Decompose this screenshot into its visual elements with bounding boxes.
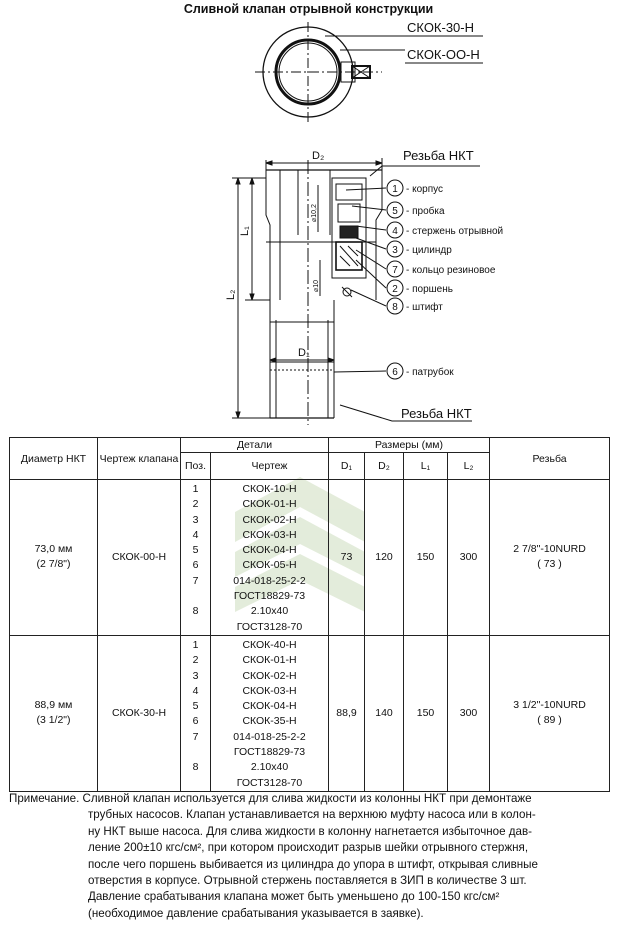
callout-1: 1 - корпус [386,179,443,197]
callout-3: 3 - цилиндр [386,240,452,258]
cell-drawing: СКОК-30-Н [97,634,181,792]
spec-table: Диаметр НКТ Чертеж клапана Детали Размер… [9,437,611,792]
callout-leaders [333,187,387,373]
hdr-d2: D₂ [364,452,404,480]
thread-label-bottom: Резьба НКТ [401,406,472,421]
hdr-pos: Поз. [180,452,211,480]
svg-text:8: 8 [392,302,398,313]
hdr-l1: L₁ [403,452,448,480]
svg-text:- стержень отрывной: - стержень отрывной [406,226,503,237]
hdr-d1: D₁ [328,452,365,480]
top-label-2: СКОК-ОО-Н [407,47,480,62]
cell-parts: СКОК-40-Н СКОК-01-Н СКОК-02-Н СКОК-03-Н … [210,634,329,792]
hdr-diam: Диаметр НКТ [9,437,98,480]
svg-text:- кольцо резиновое: - кольцо резиновое [406,265,496,276]
callout-6: 6 - патрубок [386,362,454,380]
svg-text:- пробка: - пробка [406,205,445,217]
note-line: отверстия в корпусе. Отрывной стержень п… [88,874,527,888]
callout-8: 8 - штифт [386,297,443,315]
cell-diam: 88,9 мм (3 1/2") [9,634,98,792]
cell-parts: СКОК-10-Н СКОК-01-Н СКОК-02-Н СКОК-03-Н … [210,479,329,636]
dim-phi102: ⌀10,2 [311,204,318,222]
callout-4: 4 - стержень отрывной [386,221,503,239]
svg-text:7: 7 [392,265,398,276]
svg-text:- штифт: - штифт [406,301,443,313]
top-label-1: СКОК-30-Н [407,20,474,35]
cell-d1: 88,9 [328,634,365,792]
svg-text:5: 5 [392,206,398,217]
dim-d2: D₂ [312,150,324,162]
cell-l1: 150 [403,634,448,792]
dim-l1: L₁ [239,226,251,236]
cell-d2: 120 [364,479,404,636]
thread-label-top: Резьба НКТ [403,148,474,163]
table-row: 73,0 мм (2 7/8") СКОК-00-Н 1 2 3 4 5 6 7… [9,479,611,636]
cell-d2: 140 [364,634,404,792]
hdr-drawing: Чертеж клапана [97,437,181,480]
cell-thread: 3 1/2"-10NURD ( 89 ) [489,634,611,792]
cell-d1: 73 [328,479,365,636]
cell-diam: 73,0 мм (2 7/8") [9,479,98,636]
hdr-chertezh: Чертеж [210,452,329,480]
cell-l2: 300 [446,479,491,636]
dim-d1: D₁ [298,347,310,359]
cell-positions: 1 2 3 4 5 6 7 8 [180,479,211,636]
note-line: (необходимое давление срабатывания указы… [88,906,424,920]
hdr-sizes: Размеры (мм) [327,437,491,453]
page-title: Сливной клапан отрывной конструкции [183,2,434,16]
dim-phi10: ⌀10 [313,280,320,292]
table-row: 88,9 мм (3 1/2") СКОК-30-Н 1 2 3 4 5 6 7… [9,634,611,792]
callout-7: 7 - кольцо резиновое [386,260,496,278]
svg-text:- патрубок: - патрубок [406,366,454,378]
note-line: ление 200±10 кгс/см², при котором происх… [88,841,529,855]
cell-l2: 300 [446,634,491,792]
cell-thread: 2 7/8"-10NURD ( 73 ) [489,479,611,636]
note: Примечание. Сливной клапан используется … [9,791,614,922]
side-view [232,158,480,425]
valve-drawing: СКОК-30-Н СКОК-ОО-Н [225,20,503,425]
note-line: трубных насосов. Клапан устанавливается … [88,808,536,822]
note-line: после чего поршень выбивается из цилиндр… [88,857,538,871]
note-line: ну НКТ выше насоса. Для слива жидкости в… [88,824,532,838]
cell-positions: 1 2 3 4 5 6 7 8 [180,634,211,792]
callout-5: 5 - пробка [386,201,445,219]
cell-l1: 150 [403,479,448,636]
hdr-details: Детали [180,437,329,453]
svg-text:2: 2 [392,284,398,295]
cell-drawing: СКОК-00-Н [97,479,181,636]
svg-text:6: 6 [392,367,398,378]
dim-l2: L₂ [225,290,237,300]
svg-text:- поршень: - поршень [406,284,453,295]
callout-2: 2 - поршень [386,279,453,297]
hdr-l2: L₂ [446,452,491,480]
svg-text:3: 3 [392,245,398,256]
svg-text:- цилиндр: - цилиндр [406,245,452,256]
top-view [255,22,405,122]
note-line: Примечание. Сливной клапан используется … [9,792,532,805]
svg-text:1: 1 [392,184,398,195]
note-line: Давление срабатывания клапана может быть… [88,890,500,904]
hdr-thread: Резьба [489,437,611,480]
svg-text:4: 4 [392,226,398,237]
svg-text:- корпус: - корпус [406,184,443,195]
